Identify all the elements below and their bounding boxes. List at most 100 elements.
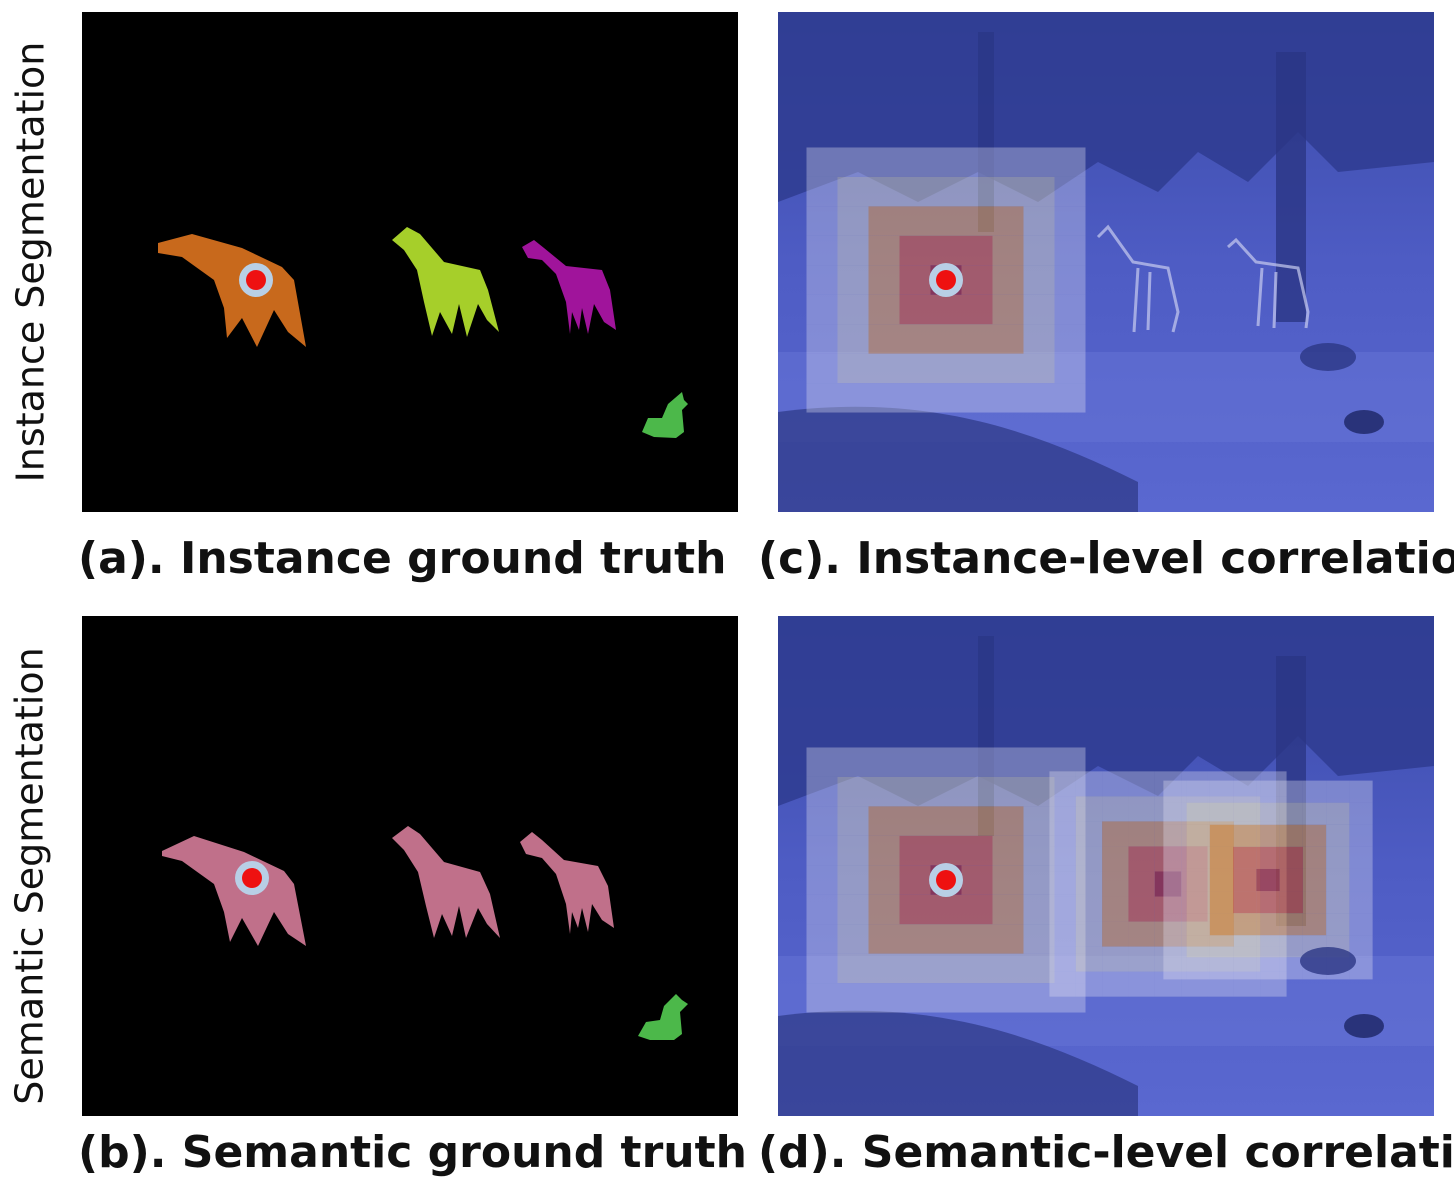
heatmap-cell bbox=[1054, 383, 1086, 413]
heatmap-cell bbox=[1128, 921, 1155, 947]
heatmap-cell bbox=[899, 835, 931, 866]
heatmap-cell bbox=[930, 924, 962, 954]
heatmap-cell bbox=[992, 265, 1024, 295]
heatmap-cell bbox=[1049, 821, 1076, 847]
heatmap-cell bbox=[837, 147, 869, 177]
heatmap-cell bbox=[1075, 846, 1103, 872]
row-label-instance-text: Instance Segmentation bbox=[8, 41, 53, 483]
heatmap-cell bbox=[899, 776, 931, 807]
heatmap-cell bbox=[1023, 176, 1055, 207]
heatmap-cell bbox=[806, 176, 838, 207]
giraffe-mask-1 bbox=[162, 836, 306, 946]
heatmap-cell bbox=[868, 924, 900, 954]
heatmap-cell bbox=[1233, 780, 1257, 803]
heatmap-cell bbox=[1054, 806, 1086, 836]
heatmap-cell bbox=[1256, 935, 1280, 958]
heatmap-cell bbox=[1302, 891, 1327, 914]
heatmap-cell bbox=[868, 147, 900, 177]
heatmap-cell bbox=[992, 924, 1024, 954]
heatmap-cell bbox=[961, 747, 993, 777]
heatmap-cell bbox=[899, 983, 931, 1013]
heatmap-cell bbox=[961, 324, 993, 354]
heatmap-cell bbox=[992, 176, 1024, 207]
heatmap-cell bbox=[1128, 896, 1155, 922]
heatmap-cell bbox=[1023, 776, 1055, 807]
heatmap-cell bbox=[1054, 894, 1086, 925]
heatmap-cell bbox=[1023, 747, 1055, 777]
heatmap-cell bbox=[1181, 946, 1208, 972]
heatmap-cell bbox=[1128, 846, 1155, 872]
heatmap-cell bbox=[1054, 776, 1086, 807]
heatmap-cell bbox=[1349, 913, 1373, 936]
heatmap-cell bbox=[806, 747, 838, 777]
heatmap-cell bbox=[1256, 824, 1280, 847]
heatmap-cell bbox=[806, 353, 838, 384]
heatmap-cell bbox=[1163, 891, 1187, 914]
heatmap-cell bbox=[1181, 796, 1208, 822]
heatmap-cell bbox=[992, 983, 1024, 1013]
heatmap-cell bbox=[1260, 971, 1287, 997]
giraffe-mask-1 bbox=[158, 234, 306, 347]
heatmap-cell bbox=[1256, 802, 1280, 825]
heatmap-cell bbox=[1154, 821, 1182, 847]
heatmap-cell bbox=[868, 176, 900, 207]
heatmap-cell bbox=[806, 894, 838, 925]
heatmap-cell bbox=[961, 776, 993, 807]
heatmap-cell bbox=[930, 147, 962, 177]
heatmap-cell bbox=[1279, 824, 1303, 847]
heatmap-cell bbox=[806, 983, 838, 1013]
heatmap-cell bbox=[1279, 868, 1303, 892]
heatmap-cell bbox=[1054, 206, 1086, 236]
heatmap-cell bbox=[837, 983, 869, 1013]
heatmap-cell bbox=[1349, 824, 1373, 847]
instance-heatmap bbox=[806, 147, 1086, 413]
heatmap-cell bbox=[806, 324, 838, 354]
heatmap-cell bbox=[1128, 771, 1155, 797]
heatmap-cell bbox=[1233, 846, 1257, 869]
heatmap-cell bbox=[1233, 824, 1257, 847]
heatmap-cell bbox=[1260, 946, 1287, 972]
heatmap-cell bbox=[1207, 946, 1234, 972]
heatmap-cell bbox=[992, 953, 1024, 984]
heatmap-cell bbox=[961, 176, 993, 207]
heatmap-cell bbox=[837, 235, 869, 266]
heatmap-cell bbox=[1075, 871, 1103, 897]
heatmap-cell bbox=[992, 894, 1024, 925]
heatmap-cell bbox=[1326, 824, 1350, 847]
heatmap-cell bbox=[1349, 868, 1373, 892]
instance-mask-image bbox=[82, 12, 738, 512]
heatmap-cell bbox=[1209, 891, 1234, 914]
heatmap-cell bbox=[992, 835, 1024, 866]
heatmap-cell bbox=[1154, 896, 1182, 922]
heatmap-cell bbox=[899, 265, 931, 295]
heatmap-cell bbox=[806, 835, 838, 866]
caption-d: (d). Semantic-level correlation bbox=[758, 1127, 1454, 1178]
heatmap-cell bbox=[1054, 265, 1086, 295]
heatmap-cell bbox=[930, 294, 962, 325]
heatmap-cell bbox=[806, 235, 838, 266]
heatmap-cell bbox=[1023, 147, 1055, 177]
heatmap-cell bbox=[899, 206, 931, 236]
heatmap-cell bbox=[992, 806, 1024, 836]
heatmap-cell bbox=[1023, 353, 1055, 384]
query-point bbox=[936, 270, 956, 290]
heatmap-cell bbox=[1233, 971, 1261, 997]
heatmap-cell bbox=[899, 924, 931, 954]
cow-mask bbox=[642, 392, 688, 438]
panel-semantic-ground-truth bbox=[82, 616, 738, 1116]
heatmap-cell bbox=[1075, 821, 1103, 847]
heatmap-cell bbox=[1186, 868, 1210, 892]
heatmap-cell bbox=[1233, 935, 1257, 958]
heatmap-cell bbox=[1049, 846, 1076, 872]
heatmap-cell bbox=[1023, 206, 1055, 236]
heatmap-cell bbox=[930, 835, 962, 866]
heatmap-cell bbox=[1128, 971, 1155, 997]
heatmap-cell bbox=[837, 324, 869, 354]
heatmap-cell bbox=[1163, 957, 1187, 980]
heatmap-cell bbox=[806, 147, 838, 177]
heatmap-cell bbox=[992, 865, 1024, 895]
heatmap-cell bbox=[1186, 913, 1210, 936]
heatmap-cell bbox=[1181, 871, 1208, 897]
heatmap-cell bbox=[1049, 971, 1076, 997]
heatmap-cell bbox=[1349, 780, 1373, 803]
